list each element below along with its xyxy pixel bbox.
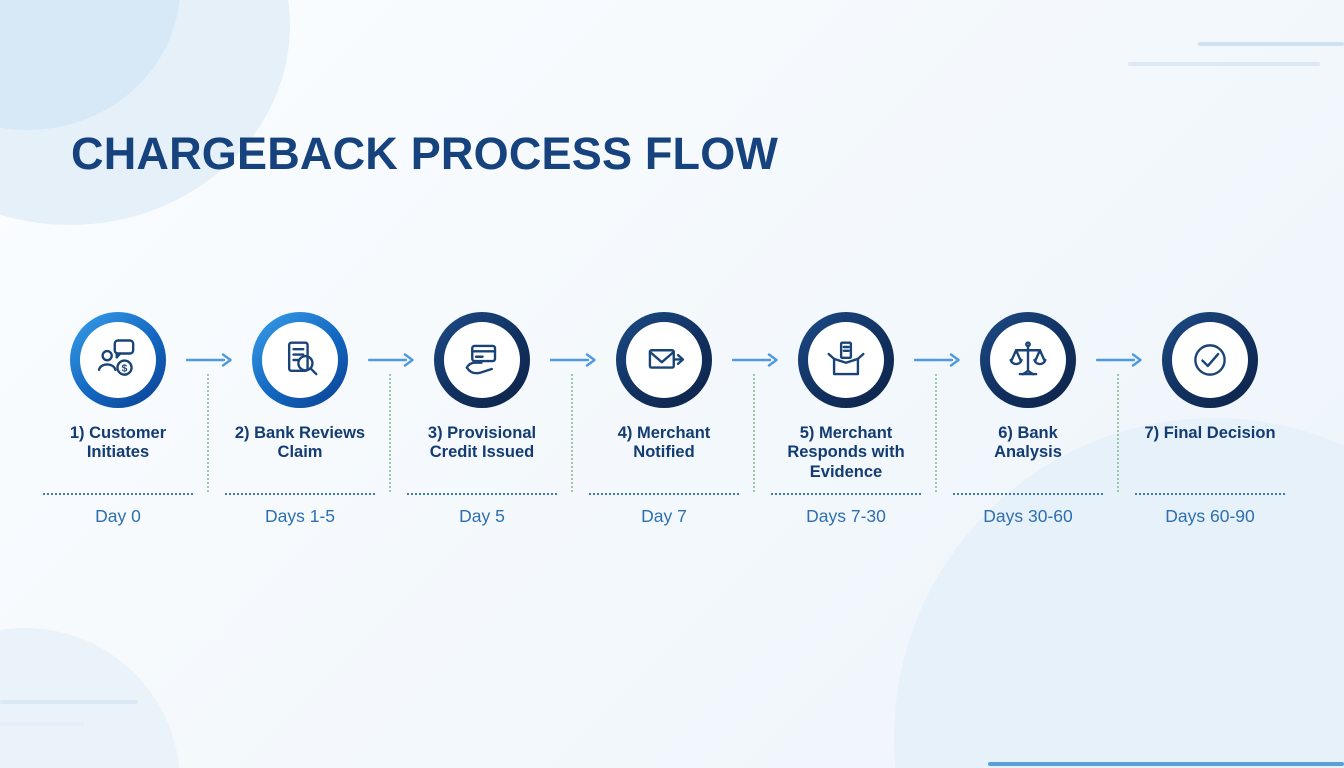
arrow-right-icon [1096, 353, 1142, 367]
arrow-right-icon [732, 353, 778, 367]
hand-credit-card-icon [465, 344, 497, 375]
dotted-separator [1135, 493, 1285, 495]
step-circle [434, 312, 530, 408]
step-final-decision: 7) Final Decision Days 60-90 [1119, 312, 1301, 552]
arrow-right-icon [550, 353, 596, 367]
dotted-separator [953, 493, 1103, 495]
step-circle [798, 312, 894, 408]
decorative-line-bottom-left-1 [0, 700, 138, 704]
process-flow: $ 1) Customer Initiates Day 0 [27, 312, 1301, 552]
step-day: Days 1-5 [264, 506, 336, 526]
dotted-separator [589, 493, 739, 495]
svg-text:$: $ [122, 363, 128, 374]
vertical-dotted-line [571, 374, 573, 492]
step-circle-inner [1172, 322, 1248, 398]
dotted-separator [225, 493, 375, 495]
arrow-right-icon [368, 353, 414, 367]
step-circle-inner [808, 322, 884, 398]
step-day: Day 0 [95, 506, 141, 526]
step-merchant-responds: 5) Merchant Responds with Evidence Days … [755, 312, 960, 552]
step-circle [252, 312, 348, 408]
step-circle: $ [70, 312, 166, 408]
step-bank-reviews-claim: 2) Bank Reviews Claim Days 1-5 [209, 312, 414, 552]
step-circle-inner [626, 322, 702, 398]
step-label: 3) Provisional Credit Issued [427, 424, 537, 462]
step-bank-analysis: 6) Bank Analysis Days 30-60 [937, 312, 1142, 552]
dotted-separator [43, 493, 193, 495]
step-circle-inner: $ [80, 322, 156, 398]
step-day: Days 60-90 [1165, 506, 1255, 526]
step-circle [616, 312, 712, 408]
dotted-separator [407, 493, 557, 495]
vertical-dotted-line [207, 374, 209, 492]
arrow-right-icon [914, 353, 960, 367]
vertical-dotted-line [753, 374, 755, 492]
step-day: Days 7-30 [806, 506, 886, 526]
step-circle [980, 312, 1076, 408]
envelope-arrow-icon [648, 349, 685, 369]
vertical-dotted-line [1117, 374, 1119, 492]
step-day: Days 30-60 [983, 506, 1073, 526]
step-day: Day 5 [459, 506, 505, 526]
step-provisional-credit: 3) Provisional Credit Issued Day 5 [391, 312, 596, 552]
step-day: Day 7 [641, 506, 687, 526]
step-label: 5) Merchant Responds with Evidence [787, 424, 905, 481]
step-merchant-notified: 4) Merchant Notified Day 7 [573, 312, 778, 552]
step-label: 4) Merchant Notified [617, 424, 711, 462]
document-magnifier-icon [287, 341, 318, 376]
step-label: 1) Customer Initiates [69, 424, 167, 462]
dotted-separator [771, 493, 921, 495]
decorative-line-bottom-edge [988, 762, 1344, 766]
decorative-line-top-right-1 [1198, 42, 1344, 46]
step-label: 2) Bank Reviews Claim [234, 424, 366, 462]
step-customer-initiates: $ 1) Customer Initiates Day 0 [27, 312, 232, 552]
arrow-right-icon [186, 353, 232, 367]
step-circle-inner [262, 322, 338, 398]
decorative-line-bottom-left-2 [0, 722, 84, 726]
decorative-line-top-right-2 [1128, 62, 1320, 66]
vertical-dotted-line [389, 374, 391, 492]
step-circle-inner [990, 322, 1066, 398]
customer-chat-dollar-icon: $ [97, 339, 135, 376]
scales-icon [1009, 341, 1047, 376]
decorative-blob-bottom-left [0, 628, 180, 768]
step-circle-inner [444, 322, 520, 398]
step-label: 6) Bank Analysis [994, 424, 1062, 462]
step-circle [1162, 312, 1258, 408]
page-title: CHARGEBACK PROCESS FLOW [71, 128, 779, 179]
vertical-dotted-line [935, 374, 937, 492]
step-label: 7) Final Decision [1144, 424, 1276, 442]
check-circle-icon [1194, 344, 1226, 376]
evidence-box-icon [827, 341, 865, 376]
